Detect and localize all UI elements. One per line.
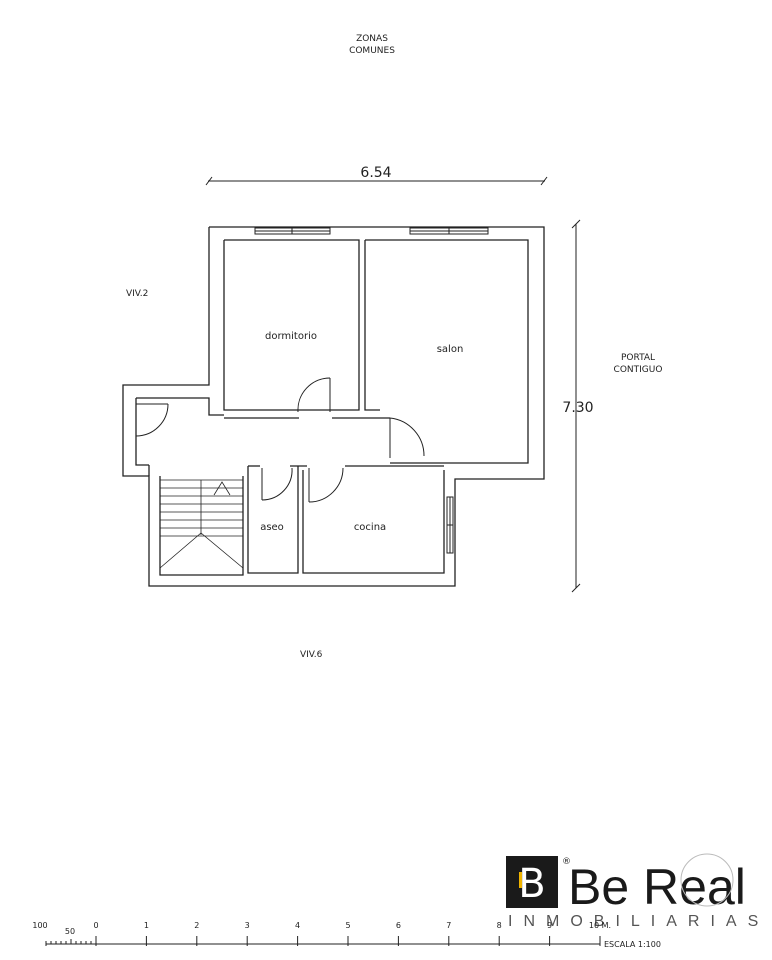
outer-walls [122,226,545,587]
scale-tick-label: 8 [497,921,502,930]
width-dimension-label: 6.54 [360,165,391,181]
viv6-label: VIV.6 [300,650,323,660]
logo-mark-letter: B [518,861,545,907]
room-label-salon: salon [437,344,464,355]
room-label-cocina: cocina [354,522,386,533]
company-logo: B ® Be Real INMOBILIARIAS [506,853,769,930]
window-cocina [446,496,454,554]
door-dormitorio [297,377,331,413]
door-salon [389,417,425,458]
scale-tick-label: 1 [144,921,149,930]
scale-caption: ESCALA 1:100 [604,940,661,949]
scale-tick-label: 9 [547,921,552,930]
scale-tick-label: 100 [32,921,47,930]
scale-tick-label: 50 [65,927,75,936]
width-dimension [205,176,548,186]
scale-tick-label: 6 [396,921,401,930]
window-salon [409,227,489,235]
scale-bar [45,936,601,946]
window-dormitorio [254,227,331,235]
room-label-aseo: aseo [260,522,284,533]
scale-tick-label: 4 [295,921,300,930]
staircase [159,479,244,569]
logo-mark [506,856,558,908]
door-entrance [135,403,169,437]
door-aseo [261,467,293,501]
portal-contiguo-label-1: PORTAL [621,353,655,363]
logo-brand: Be Real [568,859,746,915]
scale-tick-label: 0 [93,921,98,930]
logo-registered: ® [562,857,571,867]
viv2-label: VIV.2 [126,289,148,299]
scale-tick-label: 3 [245,921,250,930]
room-label-dormitorio: dormitorio [265,331,317,342]
scale-tick-label: 7 [446,921,451,930]
scale-tick-label: 5 [345,921,350,930]
scale-tick-label: 10 M. [589,921,611,930]
portal-contiguo-label-2: CONTIGUO [614,365,663,375]
zonas-comunes-label-1: ZONAS [356,34,388,44]
height-dimension [571,219,581,593]
logo-circle [680,853,734,907]
scale-tick-labels: 100 50 0 1 2 3 4 5 6 7 8 9 10 M. [32,921,611,936]
zonas-comunes-label-2: COMUNES [349,46,395,56]
door-cocina [308,467,344,503]
logo-tagline: INMOBILIARIAS [508,913,769,930]
scale-tick-label: 2 [194,921,199,930]
height-dimension-label: 7.30 [562,400,593,416]
logo-accent [519,872,522,888]
